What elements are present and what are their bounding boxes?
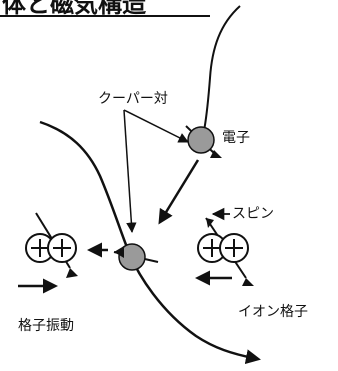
electron-lower-spin-head — [114, 246, 124, 258]
cooper-pair-pointer-to-lower-electron — [123, 109, 137, 234]
interaction-arrow — [158, 159, 200, 225]
right-ion-spin-head-top — [206, 218, 214, 228]
electron-label: 電子 — [222, 130, 250, 146]
spin-label: スピン — [232, 206, 274, 222]
electron-lower — [118, 243, 146, 271]
ion-lattice-label: イオン格子 — [238, 304, 308, 320]
left-ion-spin-head — [66, 268, 78, 278]
cooper-pair-label: クーパー対 — [98, 91, 168, 107]
electron-upper-spin-head — [210, 150, 222, 158]
cooper-pair-pointer-to-electron — [123, 109, 189, 143]
right-ion-spin-head-bottom — [242, 278, 254, 286]
lattice-vibration-label: 格子振動 — [18, 318, 74, 334]
title: 体と磁気構造 — [2, 0, 146, 18]
electron-path-upper — [202, 5, 241, 137]
electron-upper — [187, 126, 215, 154]
